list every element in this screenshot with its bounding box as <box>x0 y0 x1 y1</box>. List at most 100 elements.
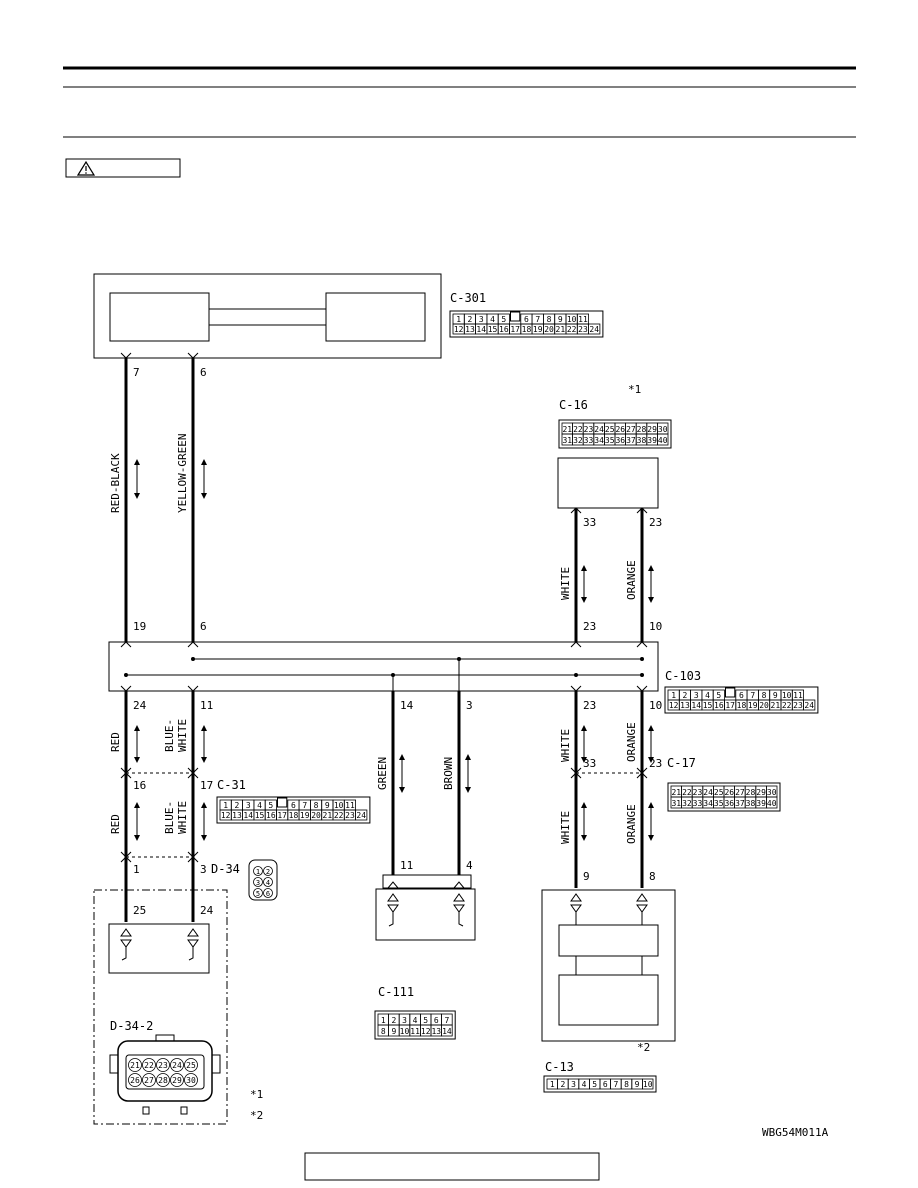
pin-number: 1 <box>550 1080 555 1089</box>
pin-number: 13 <box>232 811 242 820</box>
pin-6-top: 6 <box>200 366 207 379</box>
pin-number: 9 <box>325 801 330 810</box>
pin-number: 3 <box>256 879 260 887</box>
pin-number: 3 <box>402 1016 407 1025</box>
pin-number: 21 <box>130 1061 140 1070</box>
pin-number: 9 <box>558 315 563 324</box>
wire-label-red-a: RED <box>109 732 122 752</box>
pin-number: 20 <box>544 325 554 334</box>
pin-19: 19 <box>133 620 146 633</box>
pin-number: 10 <box>400 1027 410 1036</box>
pin-23-c103-out: 23 <box>583 699 596 712</box>
c301-sub-box-left <box>109 292 210 342</box>
pin-number: 1 <box>381 1016 386 1025</box>
pin-number: 20 <box>311 811 321 820</box>
connector-outline <box>667 782 781 812</box>
pin-number: 19 <box>748 701 758 710</box>
pin-number: 22 <box>682 788 692 797</box>
pin-number: 26 <box>130 1076 140 1085</box>
connector-label-d34: D-34 <box>211 862 240 876</box>
pin-number: 37 <box>626 436 636 445</box>
pin-number: 5 <box>256 890 260 898</box>
wire-label-white-low: WHITE <box>559 811 572 844</box>
pin-number: 31 <box>562 436 572 445</box>
pin-number: 1 <box>223 801 228 810</box>
pin-16: 16 <box>133 779 146 792</box>
pin-number: 20 <box>759 701 769 710</box>
pin-number: 31 <box>671 799 681 808</box>
pin-number: 12 <box>221 811 231 820</box>
pin-number: 4 <box>266 879 270 887</box>
pin-number: 18 <box>522 325 532 334</box>
pin-number: 7 <box>444 1016 449 1025</box>
pin-number: 15 <box>255 811 265 820</box>
pin-number: 19 <box>533 325 543 334</box>
pin-number: 18 <box>737 701 747 710</box>
pin-33-top: 33 <box>583 516 596 529</box>
c13-unit-outer <box>541 889 676 1042</box>
pin-number: 27 <box>144 1076 154 1085</box>
d34-2-terminals <box>120 928 199 961</box>
pin-number: 23 <box>793 701 803 710</box>
pin-number: 25 <box>186 1061 196 1070</box>
pin-number: 5 <box>423 1016 428 1025</box>
pin-number: 11 <box>410 1027 420 1036</box>
connector-label-c31: C-31 <box>217 778 246 792</box>
pin-number: 23 <box>584 425 594 434</box>
connector-label-c111: C-111 <box>378 985 414 999</box>
pin-number: 24 <box>356 811 366 820</box>
pin-number: 12 <box>669 701 679 710</box>
pin-3-d34: 3 <box>200 863 207 876</box>
connector-label-c301: C-301 <box>450 291 486 305</box>
pin-23-c103-in: 23 <box>583 620 596 633</box>
pin-number: 18 <box>289 811 299 820</box>
pin-number: 23 <box>158 1061 168 1070</box>
wire-label-blue-white-a2: WHITE <box>176 719 189 752</box>
pin-number: 40 <box>658 436 668 445</box>
pin-3-c103: 3 <box>466 699 473 712</box>
pin-cell <box>588 323 601 335</box>
pin-number: 11 <box>578 315 588 324</box>
pin-number: 5 <box>592 1080 597 1089</box>
pin-number: 6 <box>266 890 270 898</box>
pin-number: 30 <box>186 1076 196 1085</box>
pin-number: 27 <box>735 788 745 797</box>
caution-badge <box>65 158 181 178</box>
c13-sub-box-top <box>558 924 659 957</box>
connector-label-d34-2: D-34-2 <box>110 1019 153 1033</box>
pin-number: 9 <box>773 691 778 700</box>
pin-cell <box>642 1078 654 1090</box>
pin-number: 19 <box>300 811 310 820</box>
pin-number: 40 <box>767 799 777 808</box>
pin-number: 21 <box>771 701 781 710</box>
pin-cell <box>657 433 669 446</box>
pin-number: 16 <box>714 701 724 710</box>
pin-24-d34-2: 24 <box>200 904 214 917</box>
wire-label-red-b: RED <box>109 814 122 834</box>
pin-number: 38 <box>746 799 756 808</box>
wire-label-orange-mid: ORANGE <box>625 722 638 762</box>
pin-number: 6 <box>603 1080 608 1089</box>
pin-number: 2 <box>266 868 270 876</box>
pin-number: 15 <box>488 325 498 334</box>
connector-outline <box>449 310 604 338</box>
pin-cell <box>253 877 263 887</box>
pin-number: 25 <box>714 788 724 797</box>
pin-10-c103-in: 10 <box>649 620 662 633</box>
pin-33-c17: 33 <box>583 757 596 770</box>
pin-cell <box>355 809 368 821</box>
pin-number: 3 <box>571 1080 576 1089</box>
pin-cell <box>766 796 778 809</box>
pin-cell <box>156 1058 170 1072</box>
pin-number: 22 <box>567 325 577 334</box>
pin-number: 29 <box>172 1076 182 1085</box>
pin-number: 29 <box>647 425 657 434</box>
d34-2-enclosure <box>93 889 228 1125</box>
pin-cell <box>142 1073 156 1087</box>
pin-number: 21 <box>671 788 681 797</box>
